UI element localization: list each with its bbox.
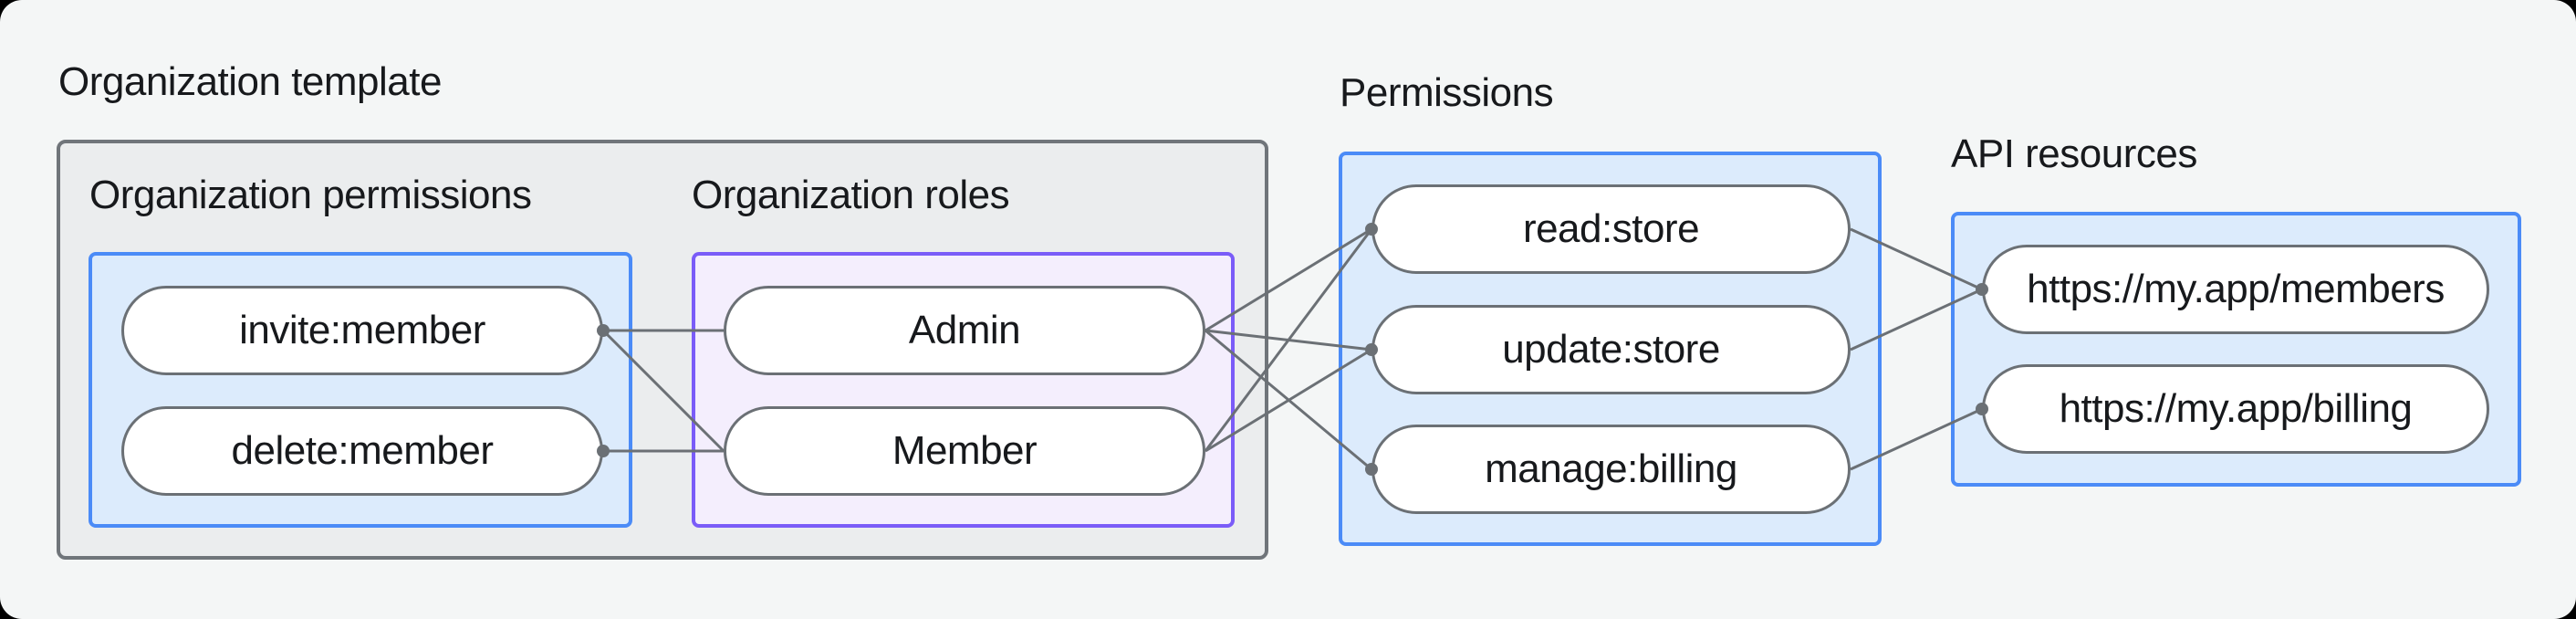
node-manage-billing: manage:billing	[1371, 425, 1851, 514]
org-roles-label: Organization roles	[692, 173, 1010, 217]
node-update-store: update:store	[1371, 305, 1851, 394]
node-api-billing-url: https://my.app/billing	[1982, 364, 2489, 454]
node-api-members-url: https://my.app/members	[1982, 245, 2489, 334]
api-resources-heading: API resources	[1951, 131, 2197, 176]
org-permissions-label: Organization permissions	[89, 173, 532, 217]
node-delete-member: delete:member	[121, 406, 603, 496]
node-read-store: read:store	[1371, 184, 1851, 274]
permissions-heading: Permissions	[1340, 70, 1554, 115]
node-member-role: Member	[724, 406, 1205, 496]
node-admin-role: Admin	[724, 286, 1205, 375]
node-invite-member: invite:member	[121, 286, 603, 375]
org-template-title: Organization template	[58, 59, 442, 104]
